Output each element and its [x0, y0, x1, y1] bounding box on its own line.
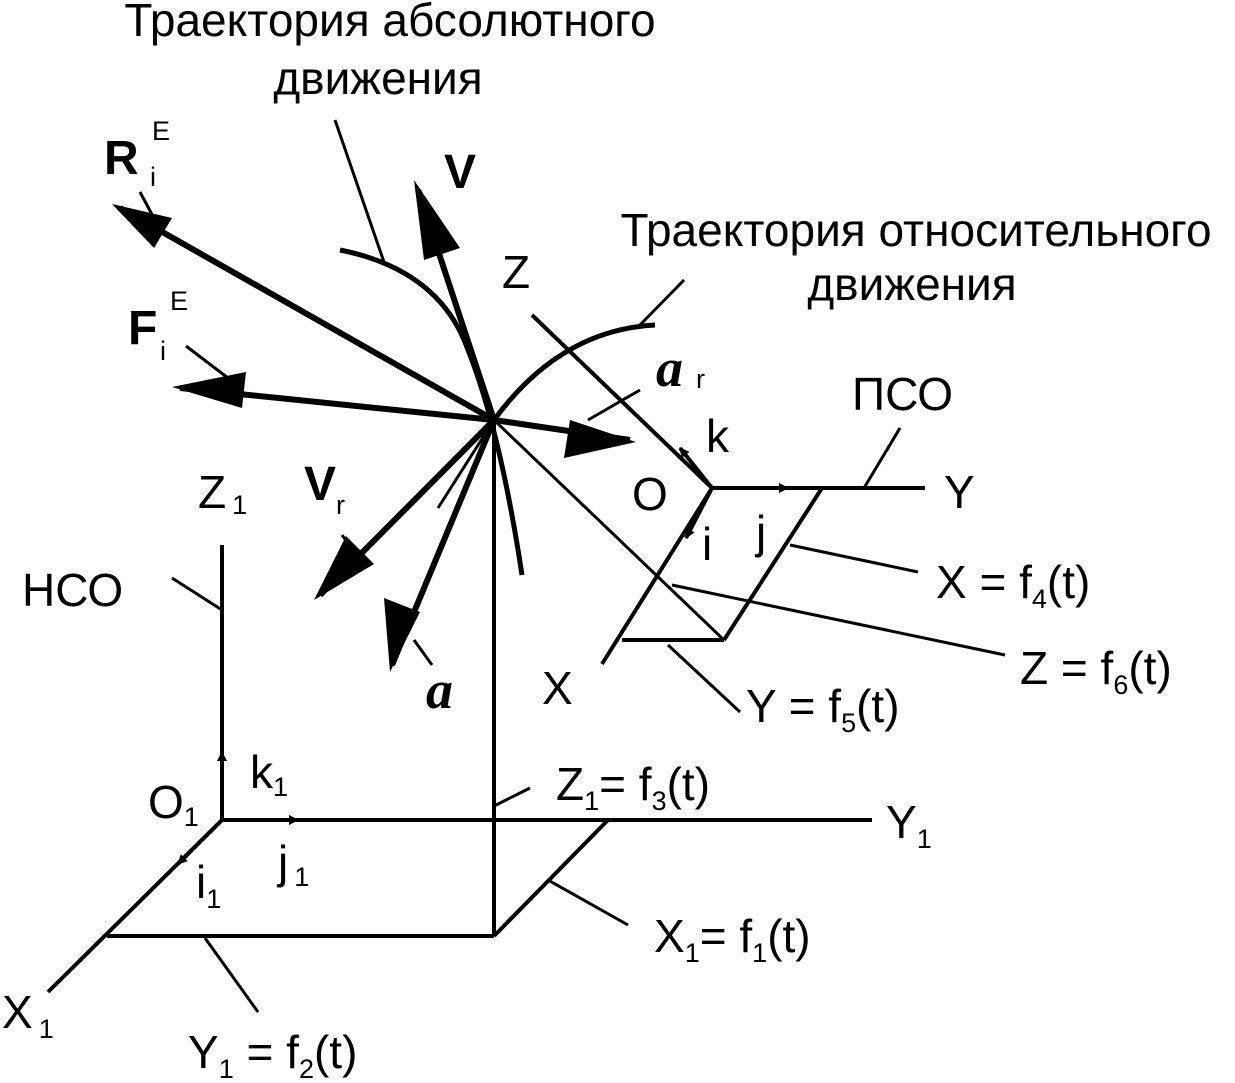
vector-F-sup: E [170, 286, 188, 316]
y1-eq-leader [203, 937, 260, 1013]
axis-x-label: X [542, 662, 573, 714]
unit-k-arrow [678, 446, 714, 490]
vector-F-label: F [128, 302, 157, 355]
vector-ar-sub: r [696, 364, 705, 394]
unit-i-label: i [702, 518, 712, 570]
x1-eq-leader [547, 878, 629, 927]
relative-trajectory-title-line2: движения [807, 258, 1016, 310]
ar-label-leader [587, 388, 641, 422]
vector-R-head [112, 204, 172, 248]
unit-i1-label: i1 [196, 856, 221, 914]
origin-o1-label: O1 [148, 776, 199, 832]
origin-o-label: O [632, 468, 668, 520]
vector-R-sup: E [152, 116, 170, 146]
projection-y1-line [492, 818, 610, 938]
vector-F-head [172, 372, 246, 408]
axis-z-label: Z [502, 246, 530, 298]
vector-ar-label: a [656, 338, 683, 398]
moving-frame [492, 313, 1006, 714]
vector-ar-head [564, 420, 636, 458]
eq-z1-label: Z1= f3(t) [556, 758, 710, 816]
z-eq-leader [671, 583, 1006, 657]
vector-a-head [384, 598, 420, 672]
vector-F-sub: i [160, 336, 166, 366]
eq-x-label: X = f4(t) [936, 556, 1090, 614]
R-label-leader [138, 191, 158, 223]
vector-V-head [414, 180, 460, 260]
vector-V-label: V [444, 146, 476, 199]
pso-label: ПСО [852, 368, 953, 420]
x-eq-leader [789, 543, 919, 574]
unit-i1-arrow [176, 818, 224, 866]
radius-line [492, 418, 726, 642]
vector-Vr-label: V [304, 458, 336, 511]
vector-R-arrow [118, 205, 496, 423]
projection-y-line [722, 486, 824, 642]
unit-k-label: k [706, 410, 730, 462]
eq-x1-label: X1= f1(t) [654, 910, 811, 968]
eq-z-label: Z = f6(t) [1020, 642, 1172, 700]
absolute-trajectory-title-line2: движения [273, 52, 482, 104]
absolute-trajectory-leader [333, 119, 387, 266]
unit-j-label: j [754, 506, 766, 558]
pso-leader [862, 427, 902, 489]
a-label-leader [412, 639, 434, 666]
moving-frame-unit-vectors [678, 446, 789, 539]
fixed-frame-unit-vectors [176, 751, 299, 866]
point-vectors [112, 180, 641, 672]
eq-y-label: Y = f5(t) [746, 680, 900, 738]
z1-eq-leader [493, 786, 531, 808]
vector-Vr-head [314, 536, 374, 600]
relative-trajectory-title-line1: Траектория относительного [620, 204, 1211, 256]
vector-R-sub: i [150, 162, 156, 192]
eq-y1-label: Y1 = f2(t) [188, 1026, 357, 1083]
unit-i-arrow [684, 487, 714, 539]
unit-k1-label: k1 [250, 746, 288, 802]
relative-trajectory-leader [638, 278, 686, 327]
axis-y-label: Y [944, 466, 975, 518]
vector-Vr-sub: r [336, 490, 345, 520]
Vr-label-leader [340, 534, 362, 561]
y-eq-leader [666, 643, 742, 714]
axis-y1-label: Y1 [886, 796, 932, 854]
relative-trajectory-curve [491, 322, 656, 422]
absolute-trajectory-title-line1: Траектория абсолютного [124, 0, 655, 46]
hco-leader [171, 576, 223, 612]
vector-R-label: R [104, 132, 139, 185]
hco-label: НСО [22, 564, 123, 616]
F-label-leader [185, 344, 229, 380]
vector-a-label: a [426, 660, 453, 720]
vector-a-thin [436, 419, 496, 509]
